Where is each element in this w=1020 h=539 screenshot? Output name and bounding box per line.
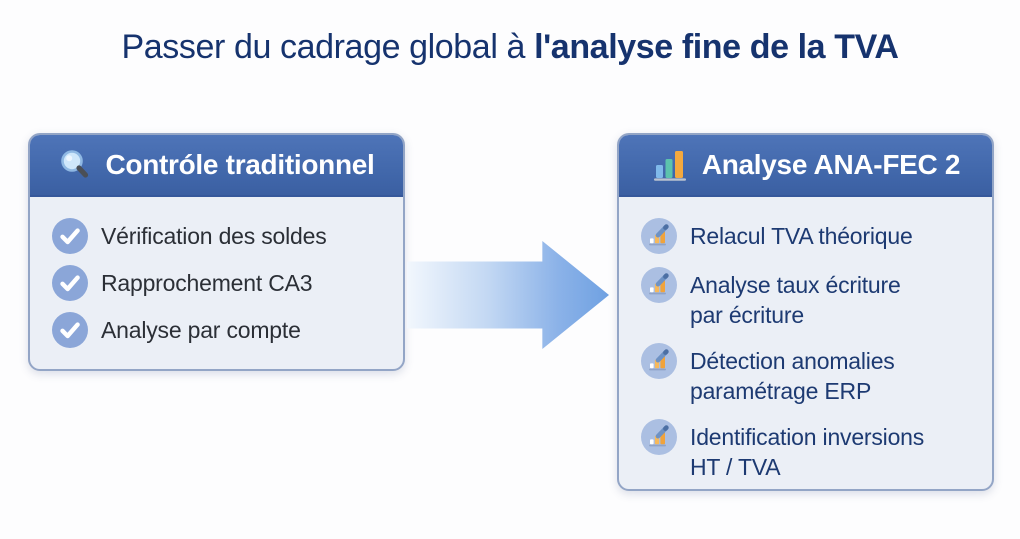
title-regular: Passer du cadrage global à bbox=[121, 28, 535, 66]
page-title: Passer du cadrage global à l'analyse fin… bbox=[0, 24, 1020, 70]
chart-pencil-icon bbox=[641, 267, 677, 303]
panel-traditional-control: Contróle traditionnel Vérification des s… bbox=[28, 133, 405, 371]
list-item: Rapprochement CA3 bbox=[52, 265, 389, 301]
list-item: Identification inversions HT / TVA bbox=[641, 419, 978, 482]
check-circle-icon bbox=[52, 218, 88, 254]
panel-ana-fec-body: Relacul TVA théorique Analyse taux écrit… bbox=[619, 197, 992, 482]
list-item: Analyse par compte bbox=[52, 312, 389, 348]
bar-chart-icon bbox=[653, 151, 686, 181]
list-item: Analyse taux écriture par écriture bbox=[641, 267, 978, 330]
panel-traditional-header: Contróle traditionnel bbox=[30, 135, 403, 197]
list-item-label: Analyse par compte bbox=[101, 317, 301, 343]
transition-arrow-icon bbox=[407, 241, 609, 349]
list-item-label: Identification inversions HT / TVA bbox=[690, 424, 925, 480]
title-bold: l'analyse fine de la TVA bbox=[534, 28, 899, 66]
list-item: Relacul TVA théorique bbox=[641, 218, 978, 254]
panel-ana-fec: Analyse ANA-FEC 2 Relacul TVA théorique bbox=[617, 133, 994, 491]
list-item-label: Relacul TVA théorique bbox=[690, 223, 913, 249]
magnifier-icon bbox=[61, 150, 89, 178]
panel-traditional-title: Contróle traditionnel bbox=[105, 149, 375, 180]
chart-pencil-icon bbox=[641, 218, 677, 254]
chart-pencil-icon bbox=[641, 419, 677, 455]
panel-ana-fec-title: Analyse ANA-FEC 2 bbox=[701, 149, 961, 180]
check-circle-icon bbox=[52, 312, 88, 348]
list-item-label: Vérification des soldes bbox=[101, 223, 327, 249]
list-item: Vérification des soldes bbox=[52, 218, 389, 254]
list-item-label: Analyse taux écriture par écriture bbox=[690, 272, 901, 328]
list-item-label: Rapprochement CA3 bbox=[101, 270, 313, 296]
list-item-label: Détection anomalies paramétrage ERP bbox=[690, 348, 895, 404]
chart-pencil-icon bbox=[641, 343, 677, 379]
panel-traditional-body: Vérification des soldes Rapprochement CA… bbox=[30, 197, 403, 348]
check-circle-icon bbox=[52, 265, 88, 301]
list-item: Détection anomalies paramétrage ERP bbox=[641, 343, 978, 406]
panel-ana-fec-header: Analyse ANA-FEC 2 bbox=[619, 135, 992, 197]
